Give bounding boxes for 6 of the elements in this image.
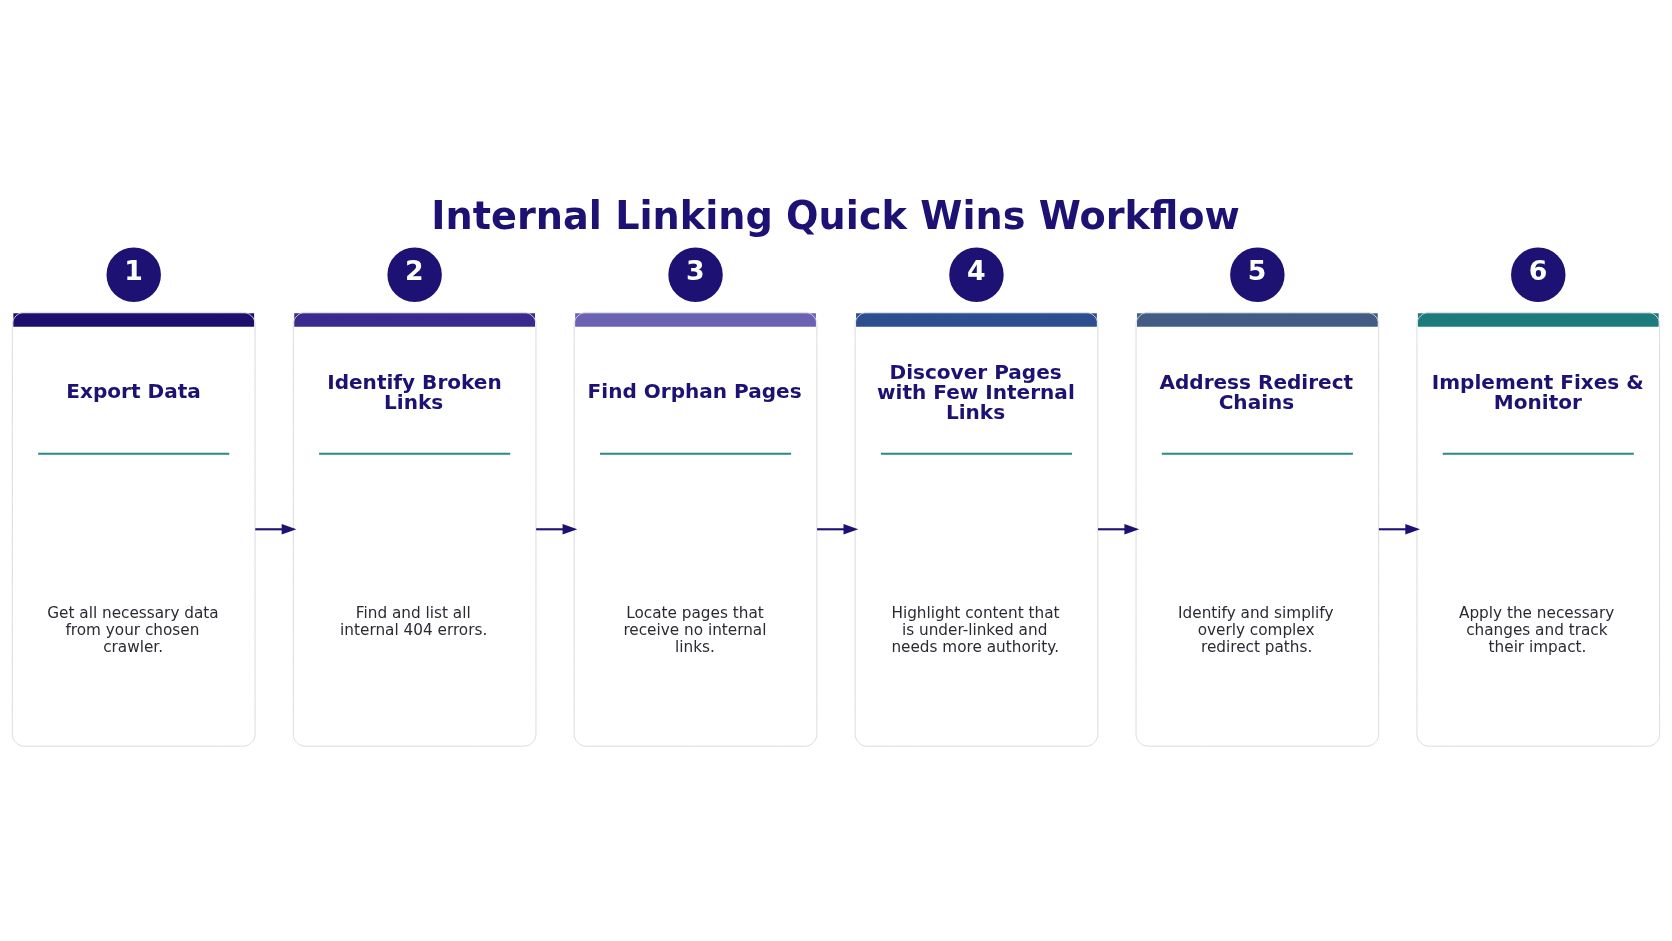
arrow bbox=[1098, 523, 1140, 534]
diagram-title: Internal Linking Quick Wins Workflow bbox=[431, 193, 1240, 238]
arrow bbox=[817, 523, 859, 534]
arrow bbox=[536, 523, 578, 534]
arrow bbox=[1378, 523, 1421, 534]
arrow bbox=[255, 523, 297, 534]
